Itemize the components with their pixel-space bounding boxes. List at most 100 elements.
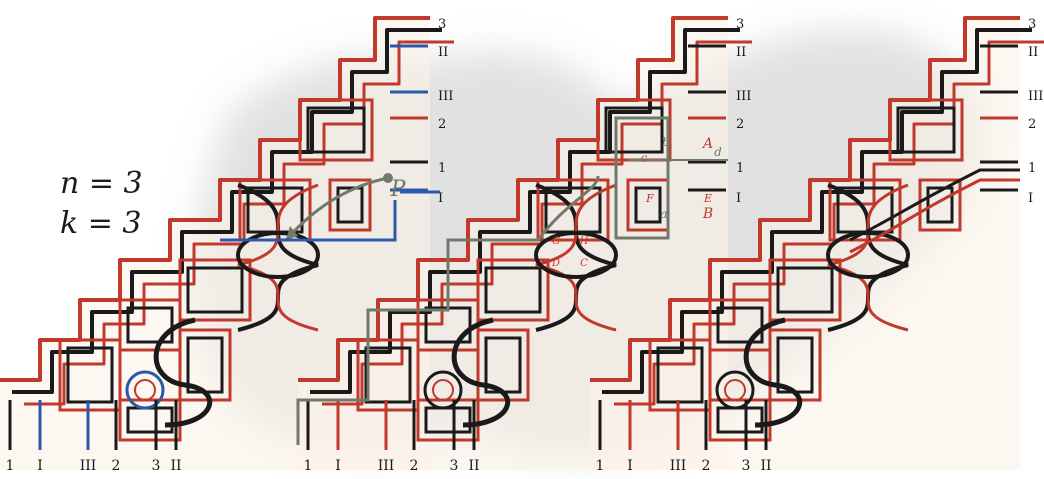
pointer-arrow (284, 176, 389, 241)
grid-cell-inner (364, 346, 412, 404)
bottom-strand-label: 2 (112, 458, 121, 474)
gray-rectangle (614, 116, 670, 240)
twist-strand-red (535, 183, 617, 332)
grid-cell-inner (186, 266, 244, 314)
annotation-c: c (641, 151, 648, 165)
blue-strand (220, 190, 440, 242)
grid-cell (918, 178, 962, 232)
grid-cell-inner (66, 346, 114, 404)
grid-cell-inner (926, 186, 954, 224)
twist-strand-red (827, 183, 909, 332)
small-loop (125, 370, 165, 410)
grid-cell (768, 328, 822, 402)
right-strand-label: III (1028, 89, 1043, 104)
small-loop-inner (134, 379, 156, 401)
annotation-P: P (390, 177, 407, 202)
right-strand-label: 1 (736, 161, 744, 176)
gray-path (296, 175, 600, 445)
annotation-E: E (703, 192, 712, 205)
twist-strand-black (237, 183, 319, 332)
grid-cell (536, 178, 610, 242)
grid-cell-inner (634, 186, 662, 224)
right-strand-label: II (438, 45, 448, 60)
bottom-strand-label: III (378, 458, 395, 474)
bottom-strand-label: I (627, 458, 633, 474)
grid-cell (888, 98, 964, 162)
small-loop-inner (432, 379, 454, 401)
grid-cell (708, 398, 772, 442)
right-strand-label: I (736, 191, 741, 206)
grid-cell-inner (776, 266, 834, 314)
grid-cell (58, 338, 122, 412)
bottom-strand-label: II (170, 458, 181, 474)
outer-red-strand (0, 16, 430, 382)
small-loop (423, 370, 463, 410)
small-loop-inner (724, 379, 746, 401)
bottom-strand-label: II (760, 458, 771, 474)
annotation-D: D (551, 258, 560, 269)
middle-black-strand (12, 28, 442, 394)
middle-black-strand (310, 28, 740, 394)
diagonal-strand-red (849, 178, 1020, 254)
right-strand-label: 3 (438, 17, 446, 32)
arrow-head-icon (286, 226, 298, 240)
right-strand-label: II (736, 45, 746, 60)
inner-red-strand (614, 40, 1044, 406)
outer-red-strand (298, 16, 728, 382)
bottom-strand-label: I (335, 458, 341, 474)
annotation-A: A (701, 136, 713, 152)
bottom-strand-label: 2 (410, 458, 419, 474)
twist-ellipse (236, 231, 320, 279)
right-strand-label: 1 (438, 161, 446, 176)
inner-red-strand (24, 40, 454, 406)
diagonal-strand-black (849, 168, 1020, 242)
grid-cell (356, 338, 420, 412)
twist-strand-black (827, 183, 909, 332)
twist-ellipse (534, 231, 618, 279)
bottom-strand-label: II (468, 458, 479, 474)
annotation-a: a (660, 207, 667, 221)
grid-cell (476, 328, 530, 402)
grid-cell (416, 398, 480, 442)
annotation-H: H (579, 236, 589, 247)
right-strand-label: III (438, 89, 453, 104)
bottom-strand-label: III (670, 458, 687, 474)
bottom-strand-label: 1 (6, 458, 15, 474)
grid-cell (476, 258, 550, 322)
small-loop (715, 370, 755, 410)
grid-cell (828, 178, 902, 242)
grid-cell (648, 338, 712, 412)
twist-strand-red (237, 183, 319, 332)
parameter-labels: n = 3 k = 3 (60, 164, 143, 244)
grid-cell-inner (604, 106, 664, 154)
s-curve-strand (743, 317, 803, 428)
grid-cell-inner (656, 346, 704, 404)
grid-cell (298, 98, 374, 162)
grid-cell (178, 328, 232, 402)
right-strand-label: I (438, 191, 443, 206)
outer-red-strand (590, 16, 1020, 382)
bottom-strand-label: III (80, 458, 97, 474)
bottom-strand-label: 2 (702, 458, 711, 474)
twist-ellipse (826, 231, 910, 279)
parameter-k: k = 3 (60, 206, 142, 241)
right-strand-label: 2 (438, 117, 446, 132)
right-strand-label: 2 (736, 117, 744, 132)
right-strand-label: 2 (1028, 117, 1036, 132)
grid-cell-inner (716, 306, 764, 344)
bottom-strand-label: 3 (152, 458, 161, 474)
grid-cell (328, 178, 372, 232)
parameter-n: n = 3 (60, 166, 143, 201)
grid-cell-inner (306, 106, 366, 154)
right-strand-label: III (736, 89, 751, 104)
inner-red-strand (322, 40, 752, 406)
grid-cell (768, 258, 842, 322)
annotation-b: b (662, 135, 670, 149)
s-curve-strand (153, 317, 213, 428)
annotation-d: d (714, 145, 722, 159)
grid-cell-inner (896, 106, 956, 154)
bottom-strand-label: I (37, 458, 43, 474)
